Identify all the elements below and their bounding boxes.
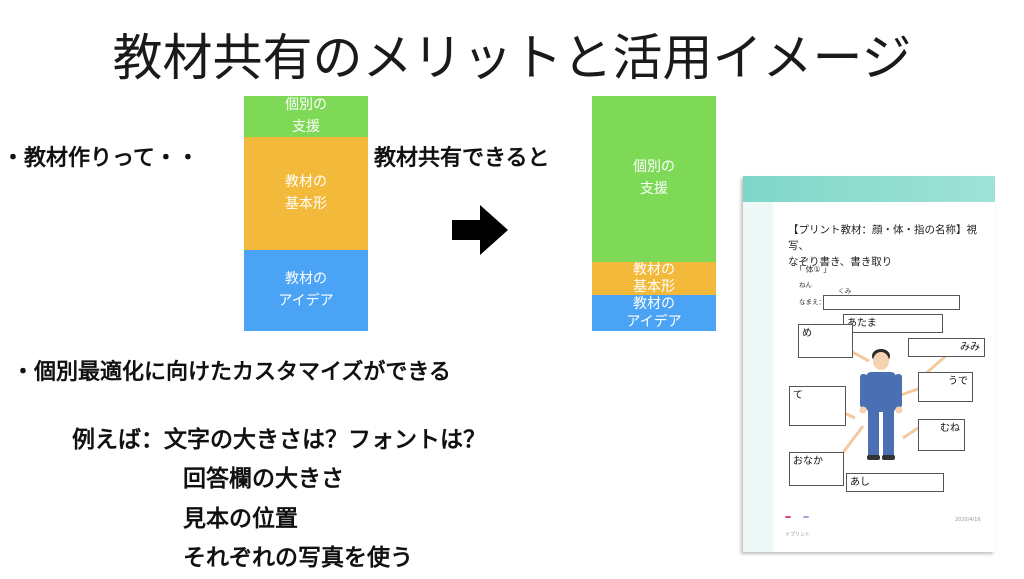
- worksheet-preview: 【プリント教材：顔・体・指の名称】視写、 なぞり書き、書き取り 「 体① 」 ね…: [743, 176, 995, 552]
- before-basic-segment: 教材の 基本形: [244, 137, 368, 250]
- label-box-onaka[interactable]: おなか: [789, 452, 844, 486]
- example-item-2: 見本の位置: [183, 506, 298, 532]
- worksheet-title-line1: 【プリント教材：顔・体・指の名称】視写、: [788, 224, 977, 252]
- worksheet-footer-note: ナプリント: [785, 532, 811, 538]
- right-arrow-icon: [452, 205, 508, 255]
- before-idea-line1: 教材の: [285, 270, 327, 287]
- examples-lead: 例えば：文字の大きさは？フォントは？: [72, 427, 486, 453]
- worksheet-title-line2: なぞり書き、書き取り: [788, 256, 893, 268]
- before-support-line1: 個別の: [285, 96, 327, 113]
- after-support-line2: 支援: [640, 181, 668, 197]
- label-box-mune[interactable]: むね: [918, 419, 965, 451]
- before-support-line2: 支援: [292, 118, 320, 135]
- after-support-line1: 個別の: [633, 159, 675, 176]
- worksheet-tag-pink: [785, 516, 791, 518]
- label-box-atama[interactable]: あたま: [843, 314, 943, 333]
- before-basic-line1: 教材の: [285, 173, 327, 190]
- worksheet-subtitle: 「 体① 」: [795, 265, 832, 274]
- name-field[interactable]: [823, 295, 960, 310]
- label-box-ude[interactable]: うで: [918, 372, 973, 402]
- sharing-text: 教材共有できると: [374, 146, 550, 171]
- after-idea-line2: アイデア: [626, 314, 682, 330]
- after-basic-line1: 教材の: [633, 261, 675, 278]
- worksheet-date: 2020/4/16: [955, 517, 981, 523]
- label-box-me[interactable]: め: [798, 324, 853, 358]
- before-basic-line2: 基本形: [285, 195, 327, 212]
- before-support-segment: 個別の 支援: [244, 96, 368, 137]
- after-basic-line2: 基本形: [633, 278, 675, 295]
- worksheet-title: 【プリント教材：顔・体・指の名称】視写、 なぞり書き、書き取り: [788, 222, 988, 270]
- after-support-segment: 個別の 支援: [592, 96, 716, 262]
- worksheet-header-bar: [743, 176, 995, 202]
- label-box-ashi[interactable]: あし: [846, 473, 944, 492]
- after-basic-segment: 教材の 基本形: [592, 262, 716, 295]
- worksheet-kumi: くみ: [838, 287, 852, 295]
- worksheet-nen: ねん: [799, 281, 812, 289]
- before-idea-line2: アイデア: [278, 292, 334, 309]
- label-box-mimi[interactable]: みみ: [908, 338, 985, 357]
- after-idea-segment: 教材の アイデア: [592, 295, 716, 331]
- after-stack: 個別の 支援 教材の 基本形 教材の アイデア: [592, 96, 716, 331]
- before-stack: 個別の 支援 教材の 基本形 教材の アイデア: [244, 96, 368, 331]
- worksheet-tag-purple: [803, 516, 809, 518]
- example-item-1: 回答欄の大きさ: [183, 466, 344, 492]
- label-box-te[interactable]: て: [789, 386, 846, 426]
- example-item-3: それぞれの写真を使う: [183, 545, 413, 571]
- page-title: 教材共有のメリットと活用イメージ: [112, 29, 912, 87]
- before-idea-segment: 教材の アイデア: [244, 250, 368, 331]
- person-illustration: [859, 349, 903, 460]
- after-idea-line1: 教材の: [633, 295, 675, 312]
- worksheet-namae: なまえ：: [799, 298, 825, 306]
- bullet-customize: ・個別最適化に向けたカスタマイズができる: [12, 360, 451, 385]
- bullet-making-materials: ・教材作りって・・: [2, 146, 199, 171]
